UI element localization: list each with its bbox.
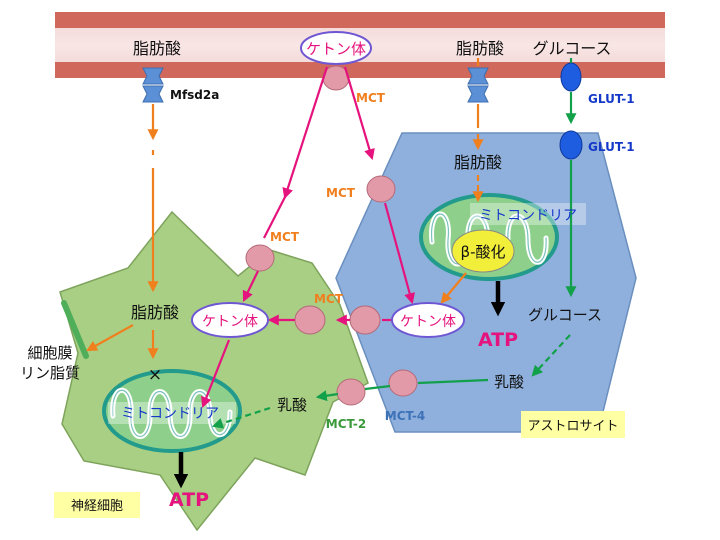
glut1-transporter-astro [559, 130, 583, 160]
glucose-label-top: グルコース [533, 39, 612, 58]
membrane-lipid-label-line2: リン脂質 [20, 364, 80, 382]
fatty-acid-label-neuron: 脂肪酸 [131, 303, 179, 322]
glut1-label-top: GLUT-1 [588, 92, 635, 106]
mito-label-astro: ミトコンドリア [479, 208, 577, 224]
astrocyte-label-box [521, 411, 625, 438]
glut1-label-astro: GLUT-1 [588, 140, 635, 154]
fatty-acid-transporter [467, 67, 489, 103]
ketone-oval-neuron [191, 302, 269, 338]
lactate-label-astro: 乳酸 [494, 373, 524, 391]
mct-label-astro: MCT [326, 186, 356, 200]
mct4-label: MCT-4 [385, 409, 426, 423]
ketone-oval-top [300, 31, 372, 65]
beta-oxidation-badge [451, 229, 515, 273]
astrocyte-label: アストロサイト [527, 419, 618, 434]
beta-oxidation-label: β-酸化 [461, 243, 506, 261]
fatty-acid-pathway-astro [440, 58, 484, 304]
mct4-transporter [388, 369, 418, 397]
ketone-label-neuron: ケトン体 [202, 314, 258, 330]
mitochondrion-neuron [102, 369, 242, 453]
atp-label-neuron: ATP [169, 489, 209, 511]
ketone-oval-astro [391, 302, 465, 338]
fatty-acid-label-left: 脂肪酸 [133, 39, 181, 58]
fatty-acid-pathway-neuron [86, 104, 159, 360]
mct-label-between: MCT [314, 292, 344, 306]
neuron-label-box [54, 492, 140, 518]
ketone-label-astro: ケトン体 [400, 314, 456, 330]
glucose-label-astro: グルコース [528, 306, 602, 324]
mfsd2a-transporter [142, 67, 164, 103]
mct-transporter-astro [366, 175, 396, 203]
blocked-cross-mark: × [148, 365, 162, 385]
mct2-label: MCT-2 [326, 417, 367, 431]
membrane-phospholipid-bar [61, 300, 89, 359]
glucose-lactate-pathway [211, 58, 577, 429]
mct2-transporter [336, 378, 366, 406]
glut1-transporter-top [560, 62, 582, 92]
neuron-cell [59, 210, 369, 532]
mct-transporter-neuron [245, 244, 275, 272]
atp-label-astro: ATP [478, 329, 518, 351]
membrane-lipid-label-line1: 細胞膜 [27, 344, 72, 362]
neuron-label: 神経細胞 [71, 499, 123, 514]
fatty-acid-label-mid: 脂肪酸 [456, 39, 504, 58]
lactate-label-neuron: 乳酸 [277, 396, 307, 414]
mct-label-neuron: MCT [270, 230, 300, 244]
ketone-pathway [201, 66, 415, 409]
mfsd2a-label: Mfsd2a [170, 88, 219, 102]
ketone-label-top: ケトン体 [306, 40, 366, 58]
fatty-acid-label-astro: 脂肪酸 [454, 153, 502, 172]
vessel-membrane [55, 12, 665, 78]
mct-transporter-neuron-side [294, 305, 326, 335]
mct-label-membrane: MCT [356, 91, 386, 105]
mct-transporter-astro-side [349, 305, 381, 335]
mito-label-neuron: ミトコンドリア [121, 406, 219, 422]
